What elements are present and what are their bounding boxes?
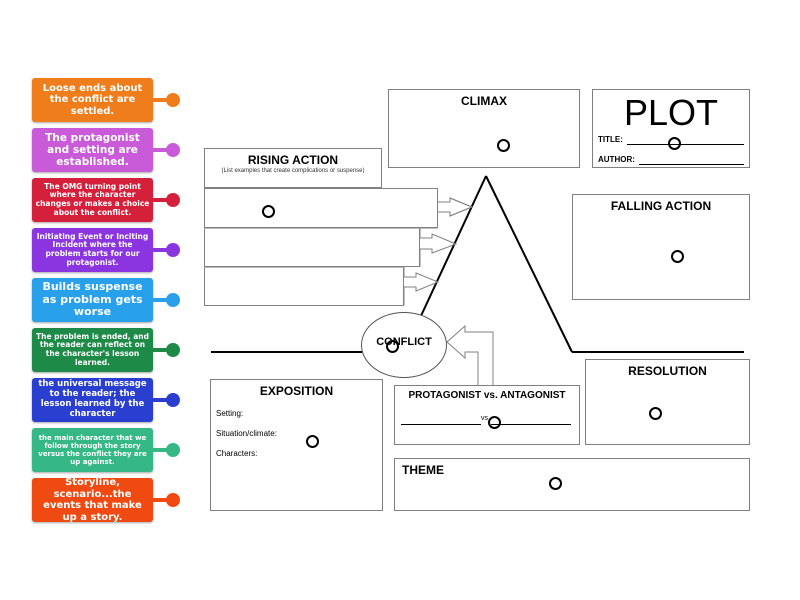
drag-handle-icon[interactable]: [166, 393, 180, 407]
rising-action-drop-zone[interactable]: [262, 205, 275, 218]
rising-action-subtitle: (List examples that create complications…: [221, 168, 365, 174]
answer-tile[interactable]: The protagonist and setting are establis…: [32, 128, 153, 172]
author-label: AUTHOR:: [598, 155, 635, 164]
answer-tile-text: Builds suspense as problem gets worse: [42, 280, 143, 319]
title-label: TITLE:: [598, 135, 623, 144]
vs-label: vs: [481, 415, 488, 422]
drag-handle-icon[interactable]: [166, 493, 180, 507]
falling-action-drop-zone[interactable]: [671, 250, 684, 263]
exposition-title: EXPOSITION: [259, 384, 334, 398]
situation-label: Situation/climate:: [216, 429, 277, 438]
rising-action-slot-2: [204, 228, 420, 267]
plot-heading: PLOT: [623, 92, 719, 133]
resolution-box: RESOLUTION: [585, 359, 750, 445]
exposition-box: EXPOSITION Setting: Situation/climate: C…: [210, 379, 383, 511]
protagonist-antagonist-drop-zone[interactable]: [488, 416, 501, 429]
conflict-arrow: [446, 324, 494, 385]
conflict-title: CONFLICT: [376, 336, 432, 348]
plot-title-box: PLOT TITLE: AUTHOR:: [592, 89, 750, 168]
drag-handle-icon[interactable]: [166, 343, 180, 357]
theme-box: THEME: [394, 458, 750, 511]
tile-connector: [152, 398, 170, 402]
answer-tile[interactable]: Builds suspense as problem gets worse: [32, 278, 153, 322]
theme-title: THEME: [402, 463, 444, 477]
answer-tile[interactable]: Initiating Event or Inciting Incident wh…: [32, 228, 153, 272]
climax-drop-zone[interactable]: [497, 139, 510, 152]
plot-title-drop-zone[interactable]: [668, 137, 681, 150]
answer-tile[interactable]: Loose ends about the conflict are settle…: [32, 78, 153, 122]
drag-handle-icon[interactable]: [166, 93, 180, 107]
exposition-drop-zone[interactable]: [306, 435, 319, 448]
answer-tile-text: Loose ends about the conflict are settle…: [42, 82, 143, 117]
answer-tile[interactable]: The problem is ended, and the reader can…: [32, 328, 153, 372]
characters-label: Characters:: [216, 449, 258, 458]
author-line: [639, 164, 744, 165]
answer-tile-text: the main character that we follow throug…: [38, 433, 147, 467]
resolution-drop-zone[interactable]: [649, 407, 662, 420]
drag-handle-icon[interactable]: [166, 443, 180, 457]
resolution-title: RESOLUTION: [628, 364, 707, 378]
climax-box: CLIMAX: [388, 89, 580, 168]
rising-line: [419, 175, 487, 319]
tile-connector: [152, 498, 170, 502]
setting-label: Setting:: [216, 409, 244, 418]
rising-action-header-box: RISING ACTION (List examples that create…: [204, 148, 382, 188]
answer-tile-text: The OMG turning point where the characte…: [35, 181, 150, 217]
answer-tile[interactable]: the main character that we follow throug…: [32, 428, 153, 472]
answer-tile-text: Storyline, scenario...the events that ma…: [43, 477, 142, 523]
tile-connector: [152, 148, 170, 152]
protagonist-line: [401, 424, 481, 425]
rising-action-slot-1: [204, 188, 438, 228]
falling-line: [485, 175, 573, 353]
answer-tile[interactable]: the universal message to the reader; the…: [32, 378, 153, 422]
theme-drop-zone[interactable]: [549, 477, 562, 490]
answer-tile-text: the universal message to the reader; the…: [38, 379, 147, 419]
tile-connector: [152, 298, 170, 302]
tile-connector: [152, 448, 170, 452]
protagonist-antagonist-box: PROTAGONIST vs. ANTAGONIST vs: [394, 385, 580, 445]
drag-handle-icon[interactable]: [166, 193, 180, 207]
tile-connector: [152, 198, 170, 202]
rising-action-slot-3: [204, 267, 404, 306]
answer-tile-text: The problem is ended, and the reader can…: [36, 331, 149, 367]
tile-connector: [152, 98, 170, 102]
protagonist-antagonist-title: PROTAGONIST vs. ANTAGONIST: [408, 390, 566, 401]
falling-action-title: FALLING ACTION: [610, 199, 712, 213]
conflict-drop-zone[interactable]: [386, 340, 399, 353]
tile-connector: [152, 248, 170, 252]
tile-connector: [152, 348, 170, 352]
answer-tile[interactable]: The OMG turning point where the characte…: [32, 178, 153, 222]
answer-tile-text: Initiating Event or Inciting Incident wh…: [36, 231, 149, 267]
answer-tile-text: The protagonist and setting are establis…: [45, 131, 140, 169]
falling-action-box: FALLING ACTION: [572, 194, 750, 300]
drag-handle-icon[interactable]: [166, 243, 180, 257]
title-line: [627, 144, 744, 145]
antagonist-line: [491, 424, 571, 425]
conflict-ellipse: CONFLICT: [361, 312, 447, 378]
drag-handle-icon[interactable]: [166, 143, 180, 157]
answer-tile[interactable]: Storyline, scenario...the events that ma…: [32, 477, 153, 523]
climax-title: CLIMAX: [461, 94, 507, 108]
rising-action-title: RISING ACTION: [247, 153, 339, 167]
drag-handle-icon[interactable]: [166, 293, 180, 307]
